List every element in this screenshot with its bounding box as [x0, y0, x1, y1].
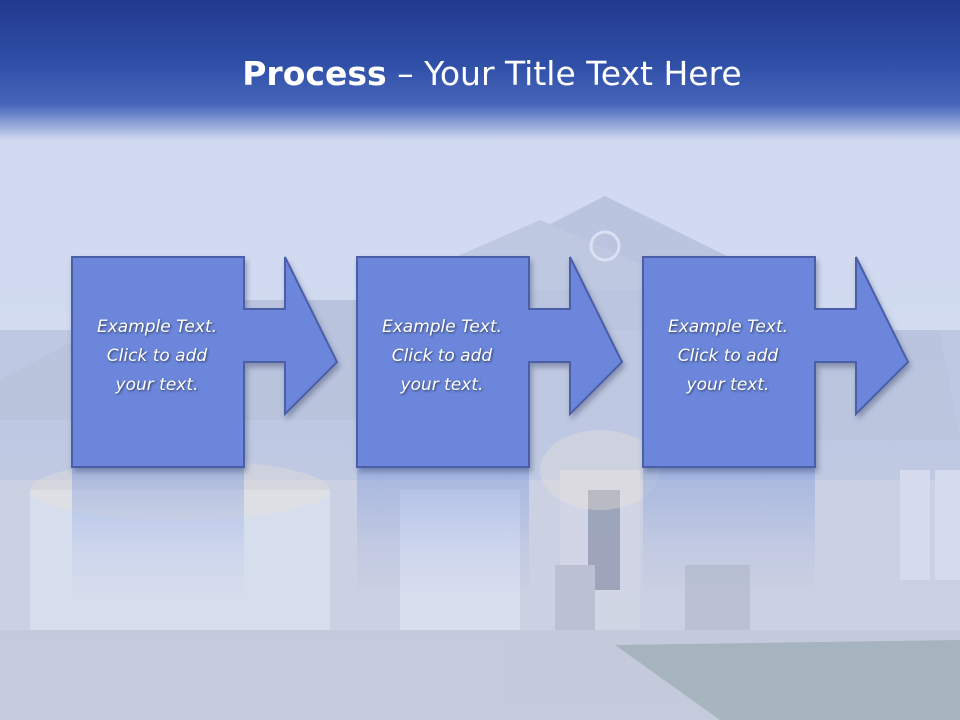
step-line-1: Example Text. — [96, 317, 218, 337]
right-arrow-icon — [71, 256, 339, 468]
right-arrow-icon — [356, 256, 624, 468]
arrow-reflection-1 — [72, 468, 244, 598]
step-line-2: Click to add — [391, 346, 493, 366]
process-step-3[interactable]: Example Text. Click to add your text. — [642, 256, 910, 468]
step-line-3: your text. — [400, 375, 484, 395]
step-label: Example Text. Click to add your text. — [648, 313, 808, 400]
process-step-2[interactable]: Example Text. Click to add your text. — [356, 256, 624, 468]
step-label: Example Text. Click to add your text. — [77, 313, 237, 400]
arrow-reflection-3 — [643, 468, 815, 598]
title-rest: – Your Title Text Here — [386, 54, 742, 93]
slide-title[interactable]: Process – Your Title Text Here — [0, 50, 960, 98]
step-line-1: Example Text. — [667, 317, 789, 337]
step-line-1: Example Text. — [381, 317, 503, 337]
step-line-2: Click to add — [106, 346, 208, 366]
title-bold: Process — [242, 54, 387, 93]
step-line-3: your text. — [115, 375, 199, 395]
step-line-2: Click to add — [677, 346, 779, 366]
header-band — [0, 0, 960, 140]
arrow-reflection-2 — [357, 468, 529, 598]
right-arrow-icon — [642, 256, 910, 468]
process-step-1[interactable]: Example Text. Click to add your text. — [71, 256, 339, 468]
step-label: Example Text. Click to add your text. — [362, 313, 522, 400]
step-line-3: your text. — [686, 375, 770, 395]
